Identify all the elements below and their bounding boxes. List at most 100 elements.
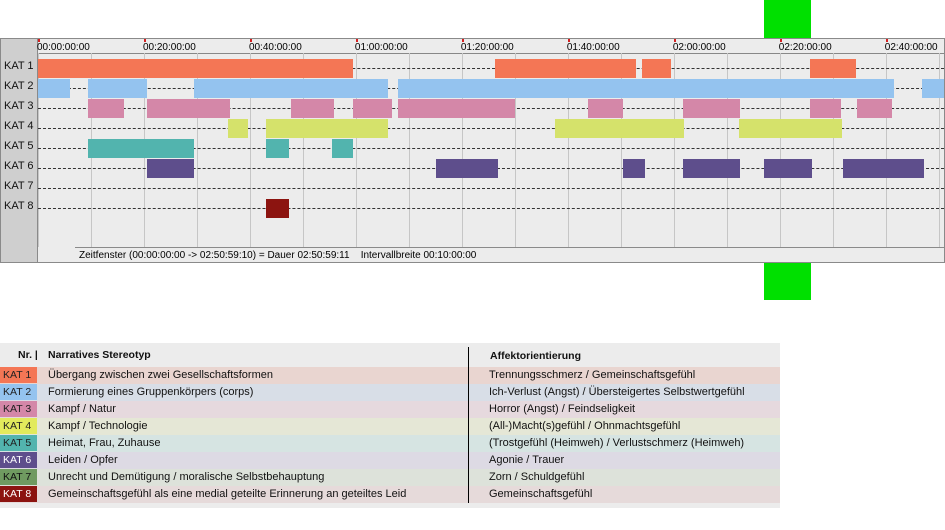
category-label: KAT 1 [4,60,34,72]
segment-bar[interactable] [554,119,684,138]
legend-header-stereotyp: Narratives Stereotyp [48,349,151,361]
track-line [38,128,944,129]
segment-bar[interactable] [435,159,498,178]
segment-bar[interactable] [494,59,637,78]
category-badge: KAT 7 [0,469,37,485]
segment-bar[interactable] [683,99,741,118]
segment-bar[interactable] [398,99,516,118]
tick-label: 01:40:00:00 [566,42,620,53]
tick-label: 00:20:00:00 [142,42,196,53]
playhead-marker-bottom[interactable] [764,263,811,300]
tick-label: 00:40:00:00 [248,42,302,53]
legend-row: KAT 2 Formierung eines Gruppenkörpers (co… [0,384,780,401]
segment-bar[interactable] [641,59,671,78]
track-line [38,148,944,149]
track-line [38,68,944,69]
segment-bar[interactable] [809,99,841,118]
segment-bar[interactable] [146,159,194,178]
category-badge: KAT 4 [0,418,37,434]
category-label: KAT 2 [4,80,34,92]
segment-bar[interactable] [38,59,353,78]
track-line [38,188,944,189]
category-badge: KAT 1 [0,367,37,383]
grid-line [832,53,834,247]
category-badge: KAT 3 [0,401,37,417]
segment-bar[interactable] [622,159,646,178]
segment-bar[interactable] [87,79,147,98]
grid-line [673,53,675,247]
legend-row: KAT 7 Unrecht und Demütigung / moralische… [0,469,780,486]
category-badge: KAT 5 [0,435,37,451]
affekt-text: Horror (Angst) / Feindseligkeit [489,403,636,415]
grid-line [461,53,463,247]
segment-bar[interactable] [228,119,248,138]
segment-bar[interactable] [587,99,623,118]
timeline-plot[interactable]: Zeitfenster (00:00:00:00 -> 02:50:59:10)… [37,39,945,262]
tick-mark [355,39,358,42]
grid-line [249,53,251,247]
grid-line [779,53,781,247]
stereotyp-text: Unrecht und Demütigung / moralische Selb… [48,471,325,483]
segment-bar[interactable] [290,99,334,118]
segment-bar[interactable] [352,99,393,118]
legend-row: KAT 3 Kampf / Natur Horror (Angst) / Feind… [0,401,780,418]
tick-mark [567,39,570,42]
segment-bar[interactable] [265,139,290,158]
stereotyp-text: Kampf / Natur [48,403,116,415]
category-badge: KAT 6 [0,452,37,468]
segment-bar[interactable] [265,119,389,138]
segment-bar[interactable] [763,159,813,178]
time-window-text: Zeitfenster (00:00:00:00 -> 02:50:59:10)… [79,250,350,261]
grid-line [514,53,516,247]
grid-line [726,53,728,247]
segment-bar[interactable] [146,99,230,118]
affekt-text: Trennungsschmerz / Gemeinschaftsgefühl [489,369,696,381]
legend-row: KAT 1 Übergang zwischen zwei Gesellschaft… [0,367,780,384]
grid-line [38,53,39,247]
segment-bar[interactable] [738,119,842,138]
category-label: KAT 8 [4,200,34,212]
stereotyp-text: Formierung eines Gruppenkörpers (corps) [48,386,254,398]
stereotyp-text: Übergang zwischen zwei Gesellschaftsform… [48,369,273,381]
interval-width-text: Intervallbreite 00:10:00:00 [360,250,477,261]
segment-bar[interactable] [683,159,741,178]
grid-line [302,53,304,247]
segment-bar[interactable] [87,139,194,158]
tick-mark [249,39,252,42]
tick-label: 02:20:00:00 [778,42,832,53]
segment-bar[interactable] [809,59,856,78]
segment-bar[interactable] [856,99,892,118]
grid-line [196,53,198,247]
segment-bar[interactable] [87,99,125,118]
affekt-text: (All-)Macht(s)gefühl / Ohnmachtsgefühl [489,420,681,432]
affekt-text: Agonie / Trauer [489,454,565,466]
category-label: KAT 6 [4,160,34,172]
affekt-text: Ich-Verlust (Angst) / Übersteigertes Sel… [489,386,745,398]
tick-mark [461,39,464,42]
segment-bar[interactable] [193,79,389,98]
category-label: KAT 7 [4,180,34,192]
affekt-text: (Trostgefühl (Heimweh) / Verlustschmerz … [489,437,745,449]
affekt-text: Zorn / Schuldgefühl [489,471,585,483]
playhead-marker-top[interactable] [764,0,811,38]
segment-bar[interactable] [921,79,945,98]
category-badge: KAT 2 [0,384,37,400]
grid-line [885,53,887,247]
category-label: KAT 3 [4,100,34,112]
legend-header-nr: Nr. | [18,349,38,361]
tick-mark [38,39,40,42]
stereotyp-text: Leiden / Opfer [48,454,118,466]
grid-line [938,53,940,247]
grid-line [355,53,357,247]
segment-bar[interactable] [842,159,924,178]
tick-label: 02:40:00:00 [884,42,938,53]
segment-bar[interactable] [398,79,895,98]
segment-bar[interactable] [38,79,71,98]
segment-bar[interactable] [332,139,353,158]
tick-label: 01:20:00:00 [460,42,514,53]
segment-bar[interactable] [265,199,290,218]
legend-row: KAT 6 Leiden / Opfer Agonie / Trauer [0,452,780,469]
